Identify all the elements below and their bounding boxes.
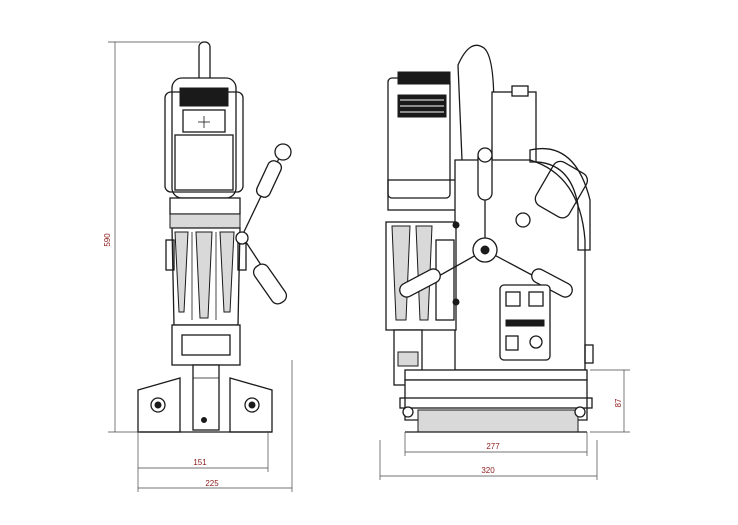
front-view — [137, 41, 292, 433]
dim-base-inner-width-label: 151 — [193, 458, 207, 467]
dim-overall-width-label: 225 — [205, 479, 219, 488]
dimension-lines: 590 151 225 277 320 87 — [103, 41, 630, 492]
dim-side-base-width-label: 277 — [486, 442, 500, 451]
dim-height-label: 590 — [103, 233, 112, 247]
side-view — [385, 44, 594, 433]
dim-side-overall-depth-label: 320 — [481, 466, 495, 475]
dim-base-height-label: 87 — [614, 398, 623, 407]
